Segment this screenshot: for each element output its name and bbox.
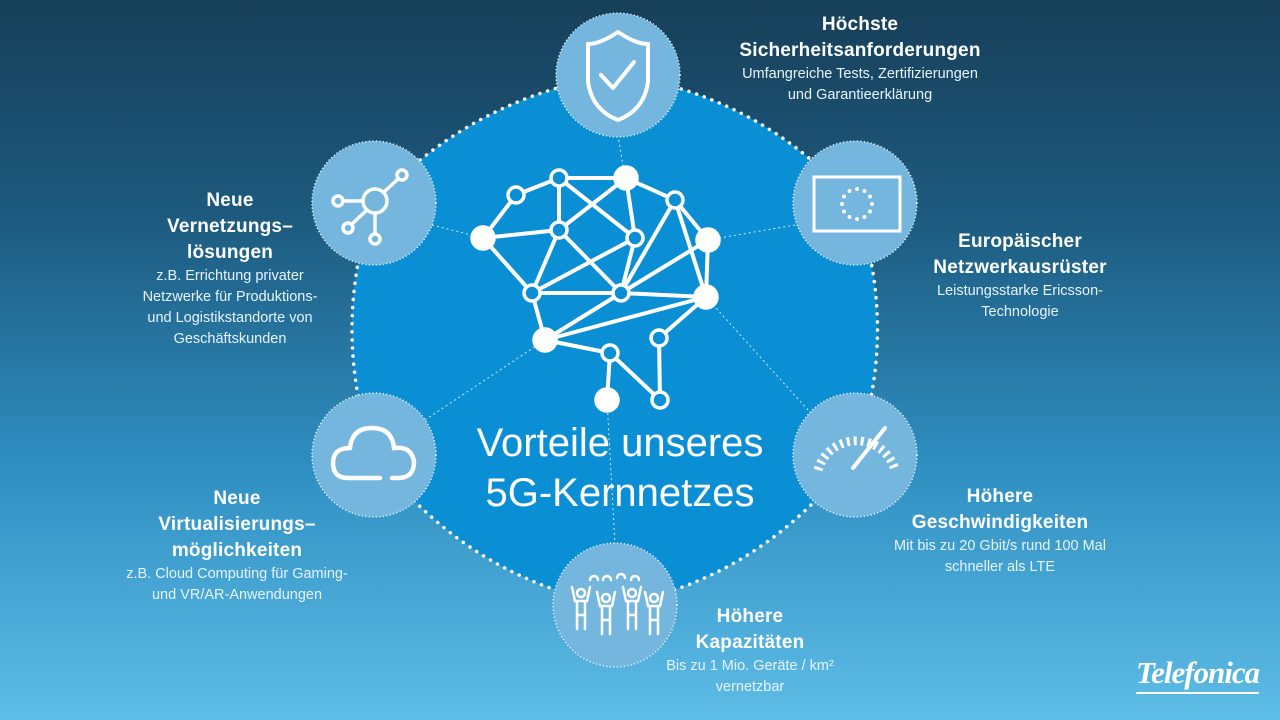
network-node	[650, 390, 670, 410]
security-circle	[555, 12, 681, 138]
network-node	[549, 168, 569, 188]
eu-star	[840, 202, 844, 206]
cloud-icon	[330, 425, 417, 481]
network-node	[522, 283, 542, 303]
eu-star	[870, 202, 874, 206]
network-node	[594, 387, 620, 413]
people-crowd-icon	[570, 572, 665, 636]
network-node	[532, 327, 558, 353]
feature-capacity: Höhere Kapazitäten Bis zu 1 Mio. Geräte …	[666, 606, 834, 695]
network-edge	[620, 291, 707, 299]
network-node	[611, 283, 631, 303]
eu-flag-icon	[812, 175, 902, 233]
brain-network-icon	[470, 165, 721, 413]
feature-virtualization: Neue Virtualisierungs– möglichkeiten z.B…	[126, 488, 348, 603]
person-figure	[621, 585, 643, 631]
network-edge	[543, 291, 623, 342]
network-node	[600, 343, 620, 363]
eu-star	[847, 214, 852, 219]
eu-star	[862, 189, 867, 194]
speedometer-icon	[813, 426, 900, 472]
network-node	[649, 328, 669, 348]
networking-circle	[311, 140, 437, 266]
capacity-circle	[552, 542, 678, 668]
network-edge	[619, 198, 677, 295]
shield-check-icon	[586, 30, 650, 122]
network-node	[549, 220, 569, 240]
eu-star	[855, 187, 859, 191]
telefonica-logo: Telefonica	[1136, 655, 1260, 690]
person-figure	[570, 585, 592, 631]
speed-circle	[792, 392, 918, 518]
network-edge	[557, 176, 637, 240]
network-hub-icon	[331, 168, 409, 246]
virtualization-circle	[311, 392, 437, 518]
eu-star	[842, 209, 847, 214]
network-node	[506, 185, 526, 205]
eu-star	[867, 209, 872, 214]
network-edge	[531, 236, 636, 295]
network-edge	[657, 337, 662, 401]
network-node	[470, 225, 496, 251]
vendor-circle	[792, 140, 918, 266]
eu-star	[867, 194, 872, 199]
eu-star	[855, 217, 859, 221]
network-node	[665, 190, 685, 210]
feature-security: Höchste Sicherheitsanforderungen Umfangr…	[739, 14, 981, 103]
feature-networking: Neue Vernetzungs– lösungen z.B. Errichtu…	[142, 190, 318, 347]
network-edge	[530, 229, 561, 294]
person-figure	[595, 590, 617, 636]
feature-vendor: Europäischer Netzwerkausrüster Leistungs…	[933, 231, 1107, 320]
page-title: Vorteile unseres 5G-Kernnetzes	[476, 421, 764, 515]
eu-star	[842, 194, 847, 199]
eu-star	[847, 189, 852, 194]
network-edge	[544, 295, 707, 342]
feature-speed: Höhere Geschwindigkeiten Mit bis zu 20 G…	[894, 486, 1106, 575]
network-node	[695, 227, 721, 253]
network-edge	[608, 351, 662, 402]
person-figure	[643, 590, 665, 636]
network-node	[613, 165, 639, 191]
network-node	[693, 284, 719, 310]
network-node	[625, 228, 645, 248]
core-area	[350, 73, 880, 607]
eu-star	[862, 214, 867, 219]
network-edge	[619, 238, 710, 295]
